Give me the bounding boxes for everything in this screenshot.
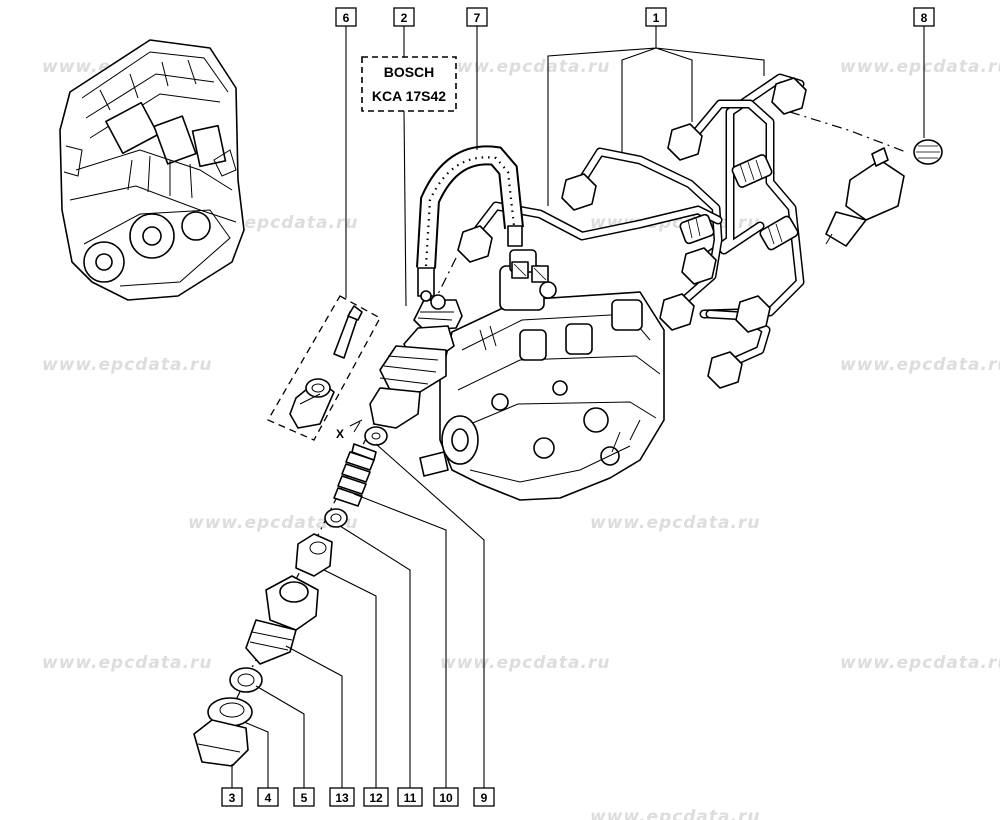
watermark: www.epcdata.ru (590, 807, 760, 820)
nozzle-retaining-nut (245, 575, 319, 665)
bosch-brand: BOSCH (384, 64, 435, 80)
injector-holder (369, 290, 463, 429)
callout-5[interactable]: 5 (293, 787, 315, 807)
injection-pump (419, 249, 665, 501)
callout-10[interactable]: 10 (433, 787, 459, 807)
svg-text:13: 13 (335, 791, 349, 805)
callout-12[interactable]: 12 (363, 787, 389, 807)
engine-thumbnail (59, 39, 245, 301)
bosch-label-frame (361, 56, 457, 112)
watermark: www.epcdata.ru (42, 355, 212, 375)
svg-text:2: 2 (401, 11, 408, 25)
watermark: www.epcdata.ru (188, 513, 358, 533)
watermark: www.epcdata.ru (440, 57, 610, 77)
callout-13[interactable]: 13 (329, 787, 355, 807)
spring-shim (324, 508, 348, 528)
injection-pipe-set (457, 73, 807, 389)
pressure-spring (333, 443, 377, 507)
svg-text:7: 7 (474, 11, 481, 25)
watermark: www.epcdata.ru (840, 57, 1000, 77)
copper-washer (364, 426, 388, 446)
pipe-nut (457, 225, 493, 263)
injector-seal-part8 (825, 139, 943, 247)
sealing-washer (229, 667, 263, 693)
watermark: www.epcdata.ru (590, 513, 760, 533)
callout-9[interactable]: 9 (473, 787, 495, 807)
callout-7[interactable]: 7 (466, 7, 488, 27)
bosch-label-group: BOSCH KCA 17S42 (361, 56, 457, 112)
svg-text:12: 12 (369, 791, 383, 805)
watermark: www.epcdata.ru (840, 653, 1000, 673)
part8-axis-line (789, 111, 907, 153)
svg-text:1: 1 (653, 11, 660, 25)
intermediate-disc (295, 533, 333, 577)
bosch-model: KCA 17S42 (372, 88, 446, 104)
svg-text:8: 8 (921, 11, 928, 25)
nozzle-kit-group (267, 295, 381, 441)
watermark: www.epcdata.ru (440, 653, 610, 673)
watermark: www.epcdata.ru (840, 355, 1000, 375)
callout-2[interactable]: 2 (393, 7, 415, 27)
callout-8[interactable]: 8 (913, 7, 935, 27)
svg-text:3: 3 (229, 791, 236, 805)
svg-text:9: 9 (481, 791, 488, 805)
callout-11[interactable]: 11 (397, 787, 423, 807)
callout-3[interactable]: 3 (221, 787, 243, 807)
callout-6[interactable]: 6 (335, 7, 357, 27)
callout-4[interactable]: 4 (257, 787, 279, 807)
svg-text:4: 4 (265, 791, 272, 805)
x-marker: X (336, 427, 344, 441)
svg-text:5: 5 (301, 791, 308, 805)
leader-lines (231, 26, 925, 788)
pump-fittings (511, 261, 549, 283)
leak-off-hose (416, 145, 524, 297)
svg-text:11: 11 (404, 791, 417, 805)
svg-text:10: 10 (439, 791, 453, 805)
injector-sleeve (193, 719, 249, 767)
callout-1[interactable]: 1 (645, 7, 667, 27)
svg-text:6: 6 (343, 11, 350, 25)
kit-dashed-outline (267, 295, 381, 441)
watermark: www.epcdata.ru (42, 653, 212, 673)
x-reference-mark (349, 419, 363, 433)
